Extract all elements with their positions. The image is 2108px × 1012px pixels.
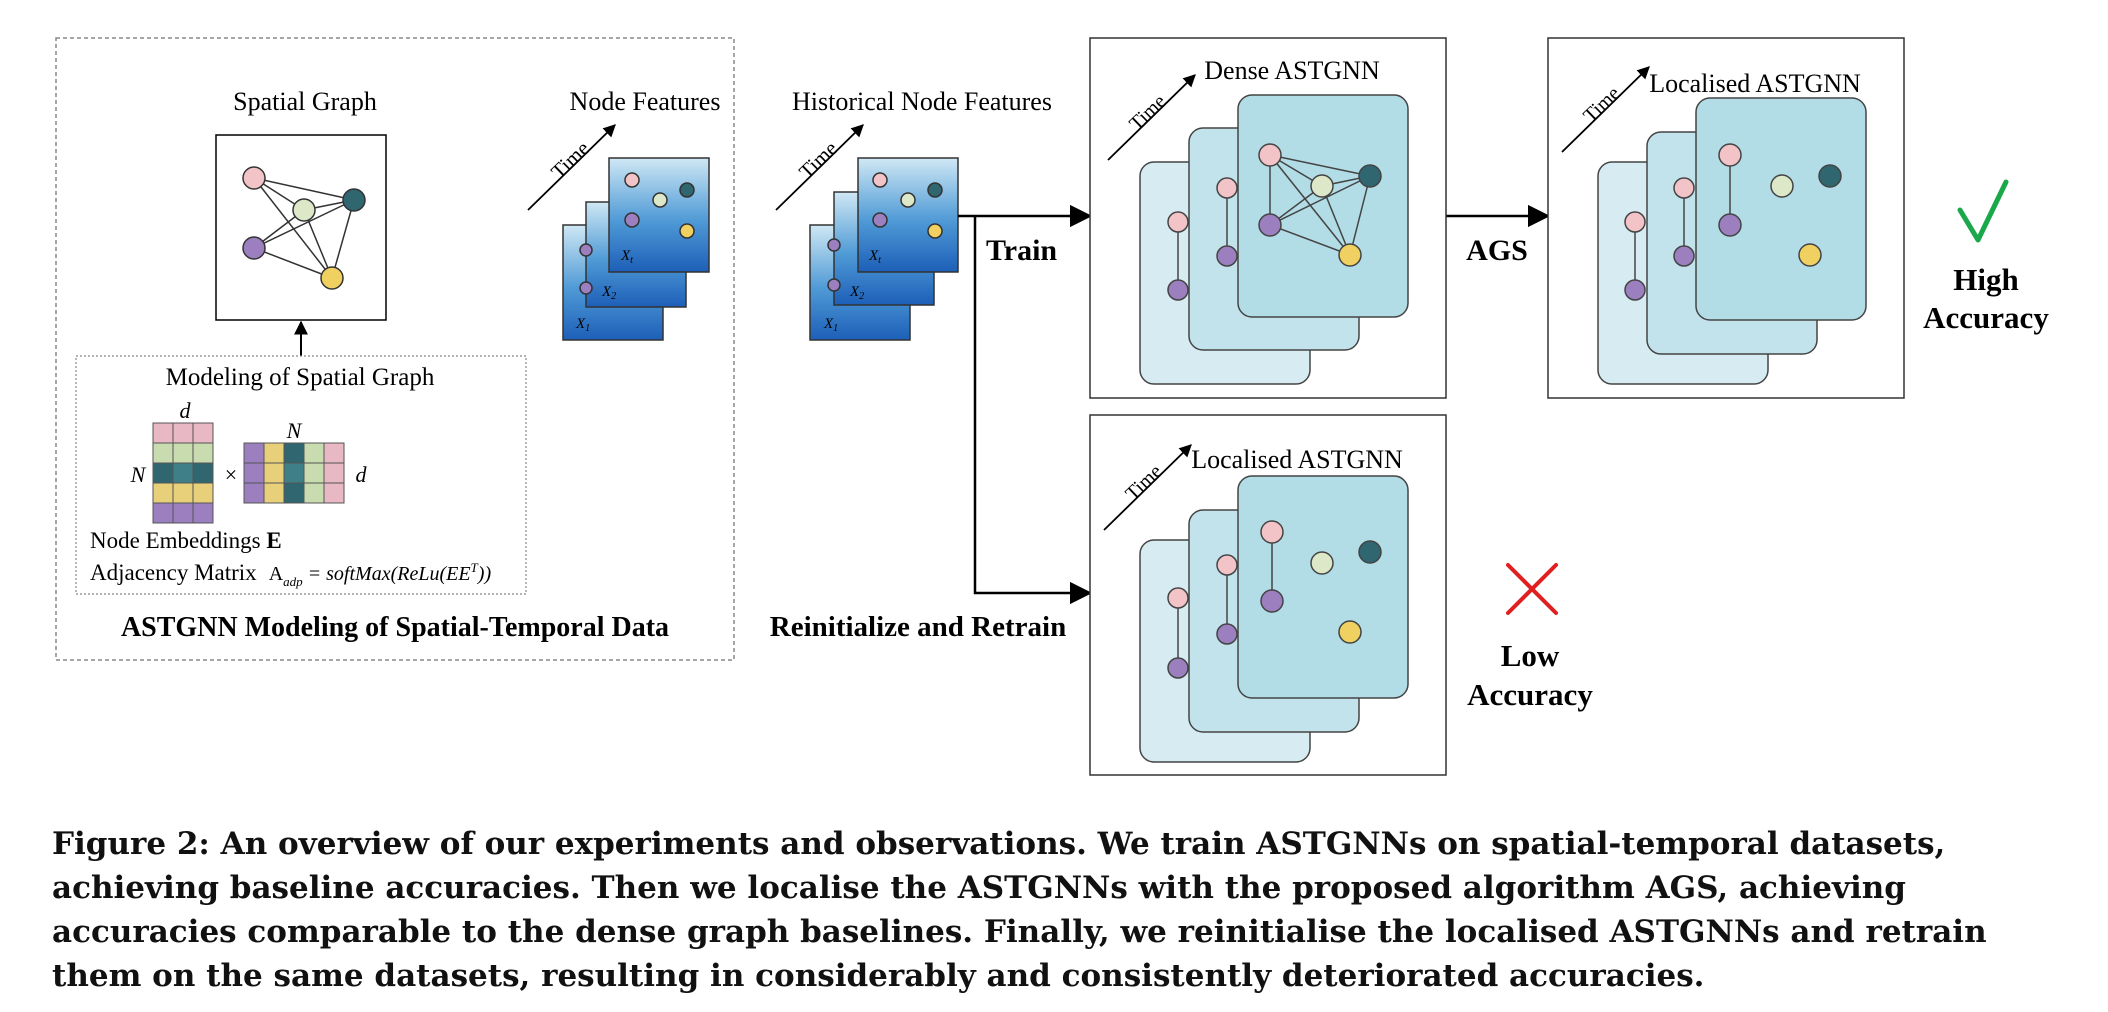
historical-title: Historical Node Features [792, 87, 1052, 116]
left-panel-title: ASTGNN Modeling of Spatial-Temporal Data [121, 612, 669, 643]
node-features-time-axis: Time [527, 124, 616, 211]
svg-text:Time: Time [546, 136, 594, 184]
localised-astgnn-title-top: Localised ASTGNN [1649, 69, 1861, 98]
dim-N-left: N [130, 462, 147, 487]
check-icon [1957, 179, 2009, 243]
flow-arrows [958, 204, 1551, 605]
ags-label: AGS [1466, 234, 1528, 267]
high-accuracy-label-2: Accuracy [1923, 300, 2049, 335]
svg-text:Time: Time [794, 136, 842, 184]
node-features-stack [562, 157, 710, 341]
overview-diagram: Spatial Graph Modeling of Spatial Graph … [55, 37, 2049, 776]
dim-N-top: N [286, 418, 303, 443]
hist-x-label-t: Xt [868, 248, 881, 266]
left-panel-frame [55, 37, 735, 661]
x-label-2: X2 [601, 284, 616, 302]
retrain-label: Reinitialize and Retrain [770, 611, 1066, 643]
localised-astgnn-title-bottom: Localised ASTGNN [1191, 445, 1403, 474]
modeling-title: Modeling of Spatial Graph [166, 364, 435, 391]
historical-stack [809, 157, 959, 341]
figure-caption: Figure 2: An overview of our experiments… [52, 826, 1987, 994]
low-accuracy-label-2: Accuracy [1467, 677, 1593, 712]
x-label-t: Xt [620, 248, 633, 266]
cross-icon [1506, 563, 1558, 615]
modeling-box [75, 355, 527, 595]
dim-d-top: d [180, 398, 192, 423]
spatial-graph-nodes [242, 166, 366, 290]
hist-x-label-2: X2 [849, 284, 864, 302]
localised-top-layers [1597, 97, 1867, 385]
localised-bottom-layers [1139, 475, 1409, 763]
spatial-graph-box [215, 134, 387, 321]
embedding-matrix [152, 422, 214, 524]
node-features-title: Node Features [570, 87, 721, 116]
spatial-graph-title: Spatial Graph [233, 87, 377, 116]
high-accuracy-label-1: High [1953, 262, 2018, 297]
times-sign: × [225, 462, 237, 487]
x-label-1: X1 [575, 316, 590, 334]
hist-x-label-1: X1 [823, 316, 838, 334]
dense-layers [1139, 94, 1409, 385]
low-accuracy-label-1: Low [1501, 638, 1560, 673]
embedding-transpose-matrix [243, 442, 345, 504]
dim-d-right: d [356, 462, 368, 487]
train-label: Train [986, 234, 1057, 267]
node-embeddings-label: Node Embeddings E [90, 528, 282, 553]
dense-astgnn-title: Dense ASTGNN [1204, 56, 1380, 85]
